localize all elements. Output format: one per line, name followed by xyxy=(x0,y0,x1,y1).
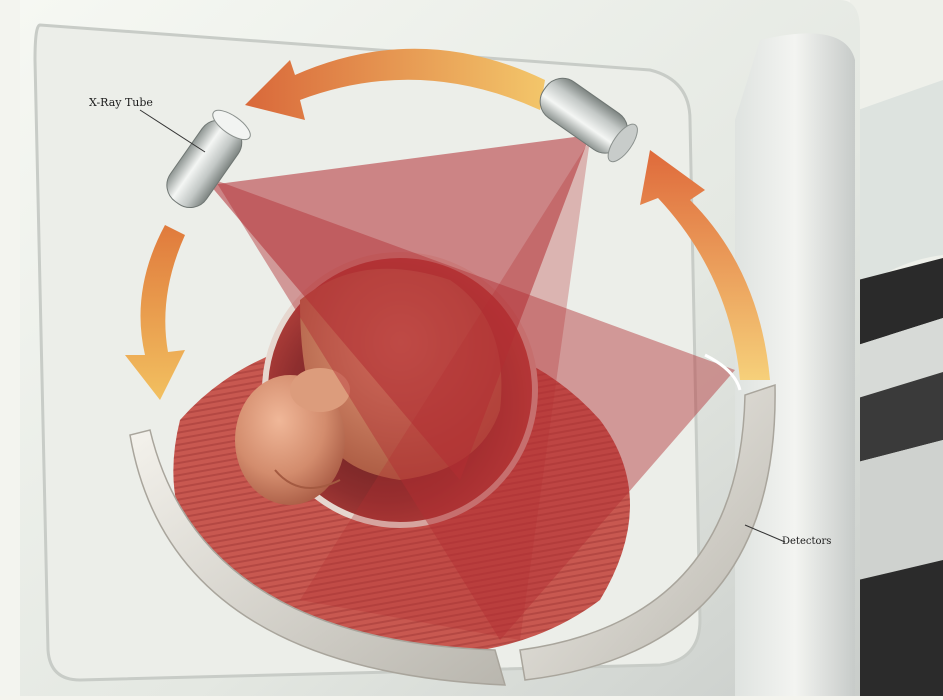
detectors-label: Detectors xyxy=(782,536,831,547)
x-ray-tube-label: X-Ray Tube xyxy=(89,96,153,109)
